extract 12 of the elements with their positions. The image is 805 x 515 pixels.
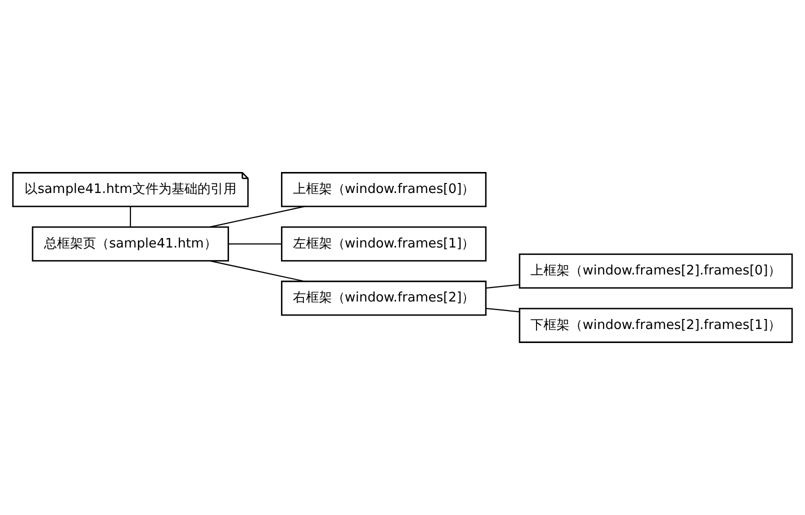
connector: [209, 206, 305, 228]
node-box: 下框架（window.frames[2].frames[1]）: [518, 308, 793, 343]
node-box: 上框架（window.frames[0]）: [280, 172, 487, 208]
node-box: 上框架（window.frames[2].frames[0]）: [518, 254, 793, 289]
connector: [486, 284, 520, 289]
connector: [209, 260, 305, 282]
connector: [486, 308, 520, 312]
node-box: 总框架页（sample41.htm）: [32, 226, 230, 262]
connector: [130, 206, 131, 227]
node-box: 右框架（window.frames[2]）: [280, 280, 487, 316]
connector: [228, 243, 282, 244]
node-box: 左框架（window.frames[1]）: [280, 226, 487, 262]
